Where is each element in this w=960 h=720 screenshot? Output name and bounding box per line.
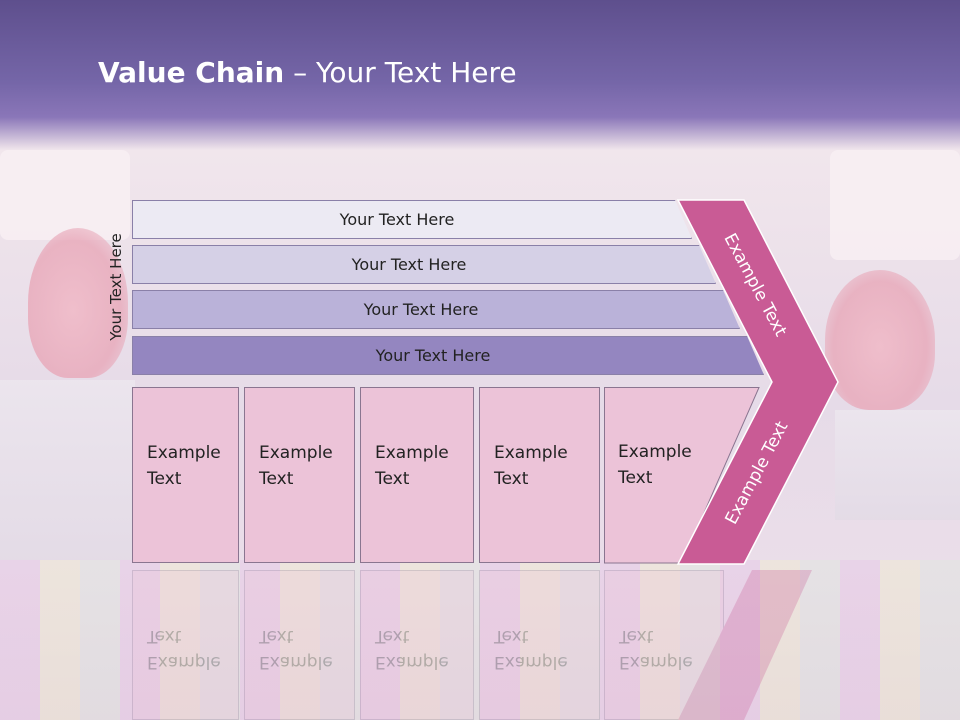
lamp-base-left: [28, 228, 128, 378]
box-text-line1: Example: [147, 443, 221, 463]
support-bar-2: Your Text Here: [132, 245, 716, 284]
nightstand-right: [835, 410, 960, 520]
box-text-line1: Example: [494, 443, 568, 463]
slide-title: Value Chain – Your Text Here: [98, 56, 517, 89]
support-bar-label: Your Text Here: [339, 210, 455, 229]
box-text-line2: Text: [618, 468, 653, 488]
primary-activity-box-4: Example Text: [479, 387, 600, 563]
slide-title-bold: Value Chain: [98, 56, 285, 89]
support-bar-label: Your Text Here: [351, 255, 467, 274]
lamp-shade-left: [0, 150, 130, 240]
box-text-line2: Text: [494, 469, 529, 489]
primary-activity-box-1: Example Text: [132, 387, 239, 563]
box-text-line2: Text: [259, 469, 294, 489]
support-bar-3: Your Text Here: [132, 290, 740, 329]
lamp-shade-right: [830, 150, 960, 260]
nightstand-left: [0, 380, 135, 560]
support-bar-1: Your Text Here: [132, 200, 692, 239]
vertical-label: Your Text Here: [107, 233, 125, 341]
box-text-line1: Example: [259, 443, 333, 463]
box-text-line1: Example: [618, 442, 692, 462]
slide-title-rest: – Your Text Here: [284, 56, 517, 89]
value-chain-chevron: [676, 199, 839, 565]
lamp-base-right: [825, 270, 935, 410]
primary-activity-box-3: Example Text: [360, 387, 474, 563]
support-bar-4: Your Text Here: [132, 336, 764, 375]
box-text-line2: Text: [147, 469, 182, 489]
title-banner: [0, 0, 960, 150]
quilt: [0, 560, 960, 720]
box-text-line2: Text: [375, 469, 410, 489]
support-bar-label: Your Text Here: [375, 346, 491, 365]
primary-activity-box-2: Example Text: [244, 387, 355, 563]
support-bar-label: Your Text Here: [363, 300, 479, 319]
box-text-line1: Example: [375, 443, 449, 463]
box-5-text: Example Text: [618, 439, 692, 491]
